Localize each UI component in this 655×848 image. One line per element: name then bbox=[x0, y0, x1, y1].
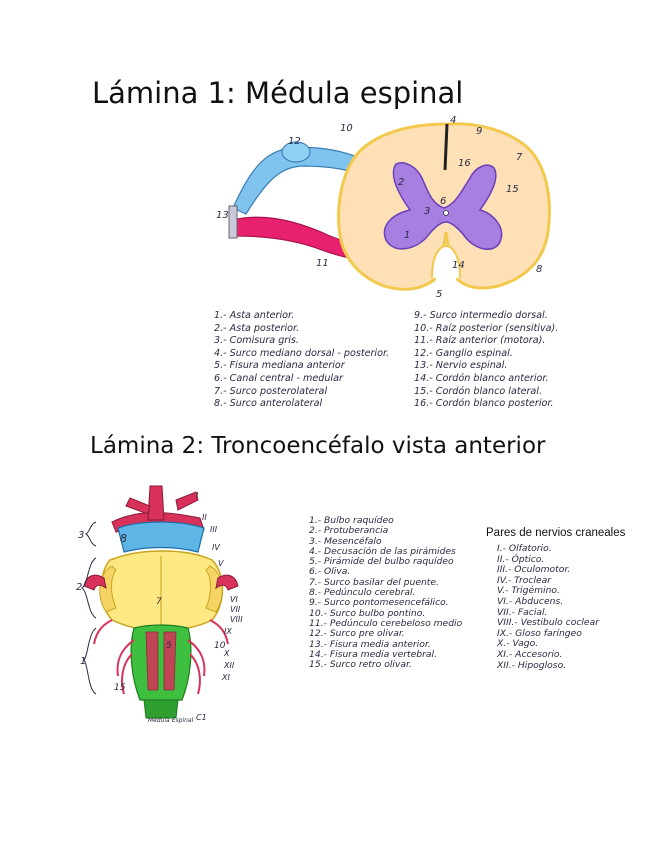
legend-item: 2.- Protuberancia bbox=[309, 525, 389, 537]
cranial-nerve-item: VIII.- Vestibulo coclear bbox=[497, 617, 599, 629]
legend-item: 12.- Ganglio espinal. bbox=[414, 347, 513, 359]
legend-item: 10.- Surco bulbo pontino. bbox=[309, 607, 426, 619]
cranial-nerve-item: I.- Olfatorio. bbox=[497, 543, 552, 554]
legend-item: 2.- Asta posterior. bbox=[214, 322, 300, 334]
spinal-nerve bbox=[228, 205, 238, 239]
legend-item: 11.- Raíz anterior (motora). bbox=[414, 335, 546, 347]
legend-item: 15.- Surco retro olivar. bbox=[309, 659, 412, 671]
gray-matter bbox=[383, 162, 503, 250]
legend-item: 13.- Nervio espinal. bbox=[414, 360, 508, 372]
fig1-label-3: 3 bbox=[424, 206, 430, 217]
legend-item: 9.- Surco pontomesencefálico. bbox=[309, 597, 449, 609]
lamina1-legend-left: 1.- Asta anterior. 2.- Asta posterior. 3… bbox=[214, 310, 389, 411]
legend-item: 14.- Cordón blanco anterior. bbox=[414, 372, 549, 384]
legend-item: 9.- Surco intermedio dorsal. bbox=[414, 310, 548, 321]
cranial-nerve-item: X.- Vago. bbox=[497, 638, 539, 650]
legend-item: 11.- Pedúnculo cerebeloso medio bbox=[309, 617, 463, 629]
cranial-nerve-item: VI.- Abducens. bbox=[497, 595, 564, 607]
posterior-median-sulcus bbox=[443, 123, 449, 171]
cranial-nerve-item: XII.- Hipogloso. bbox=[497, 659, 567, 671]
fig1-label-4: 4 bbox=[450, 115, 456, 126]
fig1-label-12: 12 bbox=[288, 136, 301, 147]
legend-item: 16.- Cordón blanco posterior. bbox=[414, 398, 554, 410]
fig1-label-6: 6 bbox=[440, 196, 446, 207]
legend-item: 6.- Canal central - medular bbox=[214, 372, 343, 384]
fig1-label-11: 11 bbox=[316, 258, 329, 269]
legend-item: 4.- Surco mediano dorsal - posterior. bbox=[214, 347, 390, 359]
lamina1-legend-right: 9.- Surco intermedio dorsal. 10.- Raíz p… bbox=[414, 310, 558, 411]
legend-item: 10.- Raíz posterior (sensitiva). bbox=[414, 322, 559, 334]
cranial-nerve-item: IV.- Troclear bbox=[497, 574, 552, 586]
cranial-nerves-list: I.- Olfatorio. II.- Óptico. III.- Oculom… bbox=[497, 543, 599, 671]
legend-item: 1.- Bulbo raquídeo bbox=[309, 515, 394, 526]
legend-item: 8.- Surco anterolateral bbox=[214, 398, 323, 410]
legend-item: 7.- Surco posterolateral bbox=[214, 385, 328, 397]
cranial-nerve-item: V.- Trigémino. bbox=[497, 585, 560, 597]
legend-item: 5.- Pirámide del bulbo raquídeo bbox=[309, 556, 454, 568]
legend-item: 3.- Mesencéfalo bbox=[309, 535, 382, 547]
anterior-median-fissure bbox=[431, 244, 461, 279]
legend-item: 13.- Fisura media anterior. bbox=[309, 638, 431, 650]
fig1-label-14: 14 bbox=[452, 260, 465, 271]
lamina1-title: Lámina 1: Médula espinal bbox=[92, 76, 464, 110]
legend-item: 3.- Comisura gris. bbox=[214, 335, 299, 347]
fig1-label-13: 13 bbox=[216, 210, 229, 221]
fig1-label-15: 15 bbox=[506, 184, 519, 195]
fig1-label-8: 8 bbox=[536, 264, 542, 275]
cranial-nerve-item: VII.- Facial. bbox=[497, 606, 548, 618]
cranial-nerve-item: XI.- Accesorio. bbox=[497, 648, 563, 660]
fig1-label-16: 16 bbox=[458, 158, 471, 169]
cranial-nerve-item: III.- Oculomotor. bbox=[497, 564, 571, 576]
legend-item: 8.- Pedúnculo cerebral. bbox=[309, 587, 416, 599]
central-canal bbox=[443, 210, 449, 216]
cranial-nerve-item: II.- Óptico. bbox=[497, 553, 545, 565]
legend-item: 1.- Asta anterior. bbox=[214, 310, 295, 321]
legend-item: 15.- Cordón blanco lateral. bbox=[414, 385, 543, 397]
lamina2-title: Lámina 2: Troncoencéfalo vista anterior bbox=[90, 433, 546, 459]
legend-item: 4.- Decusación de las pirámides bbox=[309, 545, 456, 557]
legend-item: 5.- Fisura mediana anterior bbox=[214, 360, 345, 372]
spinal-ganglion bbox=[281, 141, 311, 163]
legend-item: 6.- Oliva. bbox=[309, 566, 351, 578]
cranial-nerves-title: Pares de nervios craneales bbox=[486, 527, 626, 539]
legend-item: 7.- Surco basilar del puente. bbox=[309, 576, 439, 588]
legend-item: 12.- Surco pre olivar. bbox=[309, 628, 405, 640]
fig1-label-1: 1 bbox=[404, 230, 410, 241]
legend-item: 14.- Fisura media vertebral. bbox=[309, 648, 437, 660]
cranial-nerve-item: IX.- Gloso faríngeo bbox=[497, 627, 582, 639]
fig1-label-10: 10 bbox=[340, 123, 353, 134]
lamina2-legend: 1.- Bulbo raquídeo 2.- Protuberancia 3.-… bbox=[309, 515, 463, 671]
fig1-label-7: 7 bbox=[516, 152, 523, 163]
fig1-label-9: 9 bbox=[476, 126, 482, 137]
fig1-label-5: 5 bbox=[436, 289, 442, 300]
white-matter bbox=[337, 122, 551, 291]
fig1-label-2: 2 bbox=[398, 177, 404, 188]
